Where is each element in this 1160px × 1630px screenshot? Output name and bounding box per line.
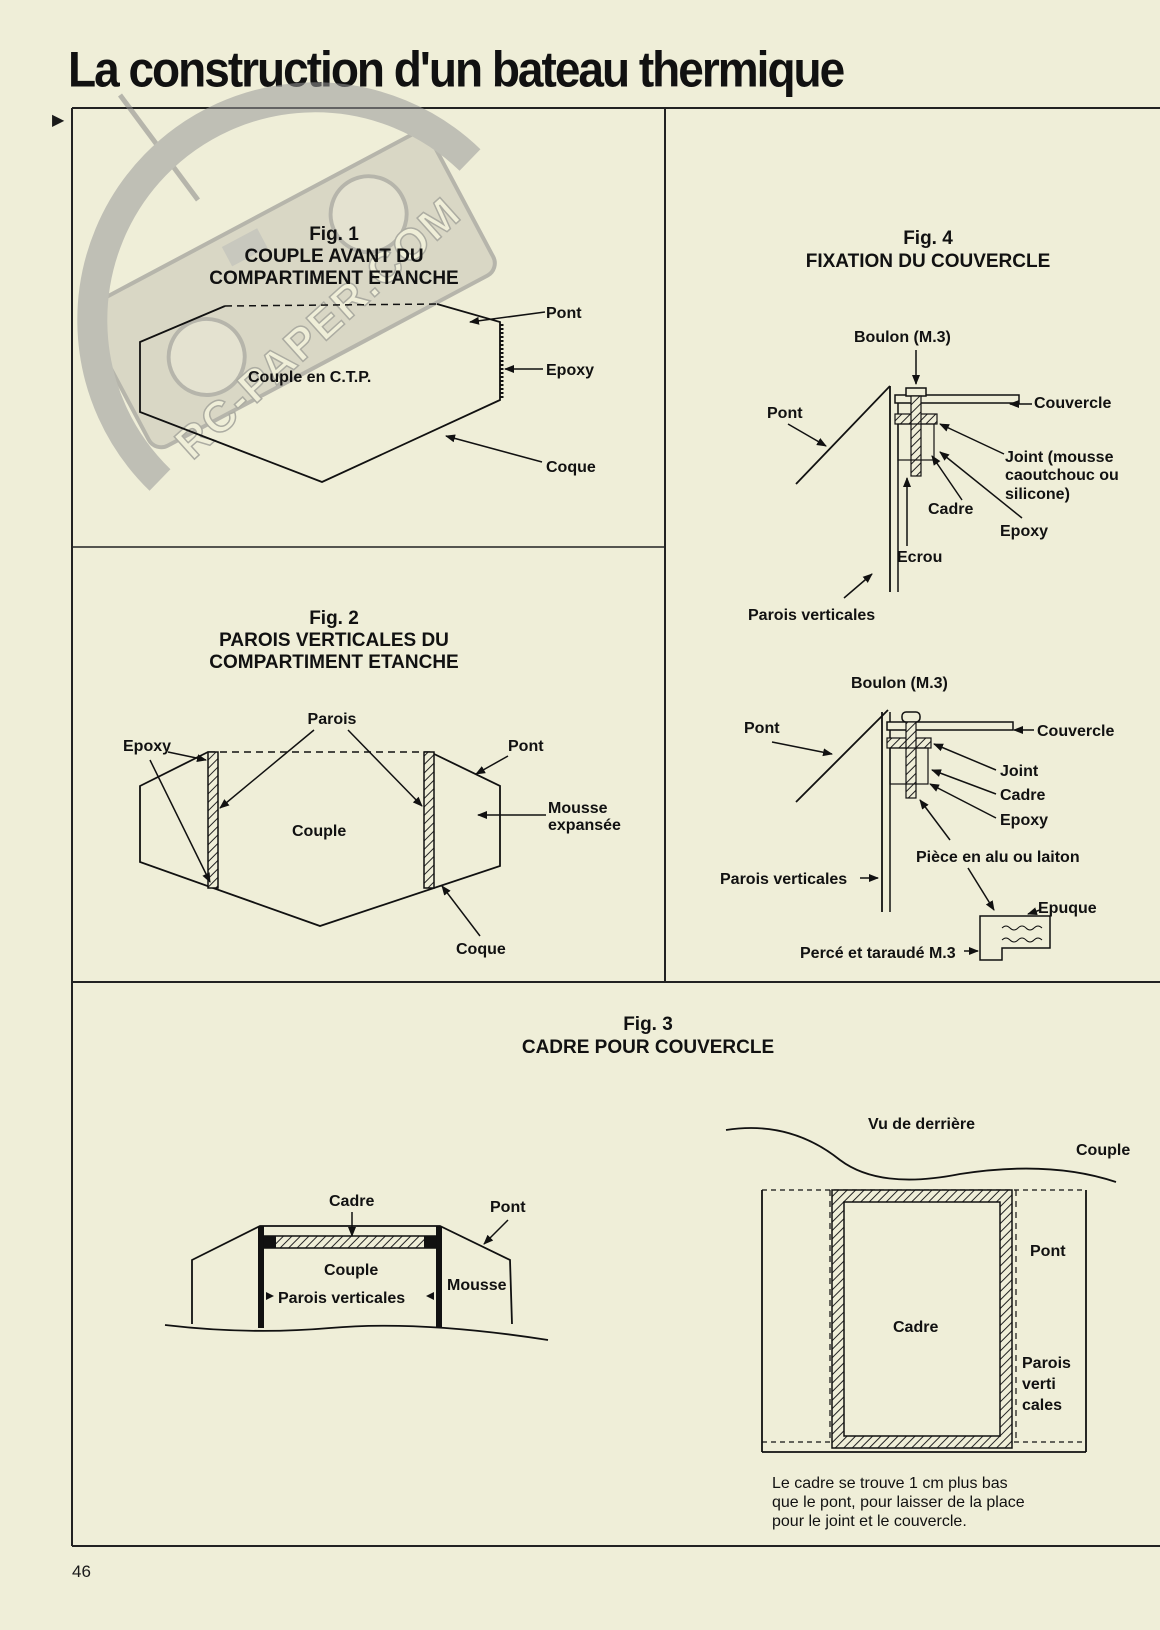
fig2-couple-outline [139,751,501,927]
fig4-b-couvercle: Couvercle [1037,723,1114,740]
fig3-label-mousse: Mousse [447,1277,507,1294]
fig4-a-joint2: caoutchouc ou [1005,467,1119,484]
fig4-detail-upper: Boulon (M.3) Couvercle Pont Joint (mouss… [748,329,1119,624]
fig4-a-ecrou: Ecrou [897,549,942,566]
fig3-title: CADRE POUR COUVERCLE [522,1037,774,1058]
fig4-a-epoxy: Epoxy [1000,523,1048,540]
fig3-note-line3: pour le joint et le couvercle. [772,1513,967,1530]
fig2-label-epoxy: Epoxy [123,738,171,755]
panel-frame [71,107,1160,1547]
section-marker-icon: ▶ [52,112,65,129]
fig4-a-joint1: Joint (mousse [1005,449,1114,466]
fig4-a-cadre: Cadre [928,501,973,518]
fig2-label-couple: Couple [292,823,346,840]
fig3-note-line1: Le cadre se trouve 1 cm plus bas [772,1475,1008,1492]
fig4-b-parois: Parois verticales [720,871,847,888]
fig1-label-pont: Pont [546,305,582,322]
fig3-label-pont: Pont [490,1199,526,1216]
figure-2: Fig. 2 PAROIS VERTICALES DU COMPARTIMENT… [123,608,621,958]
fig3-rear-view: Vu de derrière Couple Pont Cadre Parois … [725,1116,1130,1530]
fig4-b-epoxy: Epoxy [1000,812,1048,829]
fig1-title-line2: COMPARTIMENT ETANCHE [209,268,458,289]
fig3-number: Fig. 3 [623,1014,673,1035]
fig3-rear-pont: Pont [1030,1243,1066,1260]
fig4-b-boulon: Boulon (M.3) [851,675,948,692]
fig3-rear-cadre: Cadre [893,1319,938,1336]
fig3-rear-parois3: cales [1022,1397,1062,1414]
fig2-title-line2: COMPARTIMENT ETANCHE [209,652,458,673]
fig4-b-part-drawing [979,915,1051,961]
fig1-couple-outline [139,303,501,483]
fig3-label-parois: Parois verticales [278,1290,405,1307]
fig3-section-view: Cadre Pont Couple Parois verticales Mous… [164,1193,549,1341]
fig3-label-cadre: Cadre [329,1193,374,1210]
fig2-label-pont: Pont [508,738,544,755]
fig2-left-wall [207,751,219,889]
fig4-b-piece: Pièce en alu ou laiton [916,849,1080,866]
fig4-a-couvercle: Couvercle [1034,395,1111,412]
fig4-title: FIXATION DU COUVERCLE [806,251,1051,272]
fig1-label-coque: Coque [546,459,596,476]
fig2-title-line1: PAROIS VERTICALES DU [219,630,449,651]
fig2-label-parois: Parois [308,711,357,728]
fig2-right-wall [423,751,435,889]
fig4-number: Fig. 4 [903,228,953,249]
fig4-b-cadre: Cadre [1000,787,1045,804]
figure-1: Fig. 1 COUPLE AVANT DU COMPARTIMENT ETAN… [139,224,596,483]
fig2-label-mousse1: Mousse [548,800,608,817]
fig4-b-joint: Joint [1000,763,1039,780]
fig1-label-epoxy: Epoxy [546,362,594,379]
fig4-a-parois: Parois verticales [748,607,875,624]
page-title: La construction d'un bateau thermique [68,41,845,98]
fig2-label-coque: Coque [456,941,506,958]
fig3-rear-couple: Couple [1076,1142,1130,1159]
fig1-number: Fig. 1 [309,224,359,245]
page-number: 46 [72,1562,91,1581]
fig4-detail-lower: Boulon (M.3) Pont Couvercle Joint Cadre … [720,675,1114,962]
fig3-rear-view-title: Vu de derrière [868,1116,975,1133]
fig4-b-perce: Percé et taraudé M.3 [800,945,956,962]
fig4-a-boulon: Boulon (M.3) [854,329,951,346]
figure-4: Fig. 4 FIXATION DU COUVERCLE Boulon (M.3… [720,228,1119,962]
fig3-note-line2: que le pont, pour laisser de la place [772,1494,1025,1511]
fig4-b-pont: Pont [744,720,780,737]
fig4-b-epuque: Epuque [1038,900,1097,917]
figure-3: Fig. 3 CADRE POUR COUVERCLE Cadre Pont C… [164,1014,1130,1530]
fig2-number: Fig. 2 [309,608,359,629]
fig3-label-couple: Couple [324,1262,378,1279]
fig4-a-pont: Pont [767,405,803,422]
fig3-rear-parois1: Parois [1022,1355,1071,1372]
fig2-label-mousse2: expansée [548,817,621,834]
fig1-title-line1: COUPLE AVANT DU [244,246,423,267]
fig4-a-joint3: silicone) [1005,486,1070,503]
fig3-rear-parois2: verti [1022,1376,1056,1393]
fig1-label-couple: Couple en C.T.P. [248,369,371,386]
